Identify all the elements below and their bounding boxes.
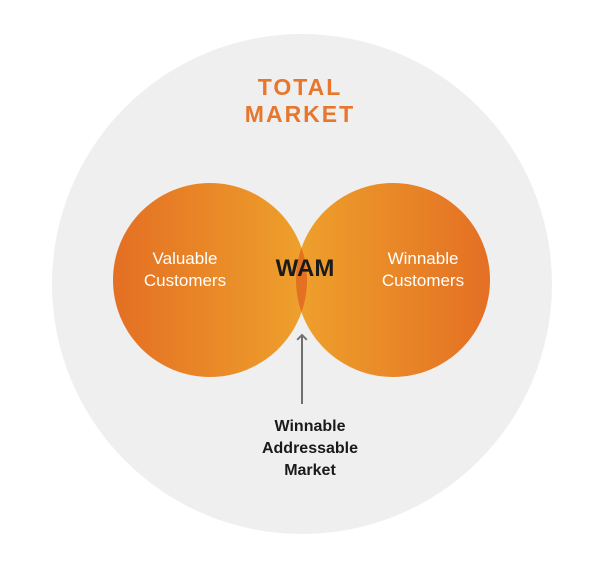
valuable-customers-label: Valuable Customers: [120, 248, 250, 292]
valuable-line-1: Valuable: [152, 249, 218, 268]
definition-line-1: Winnable: [274, 418, 346, 435]
wam-definition-label: Winnable Addressable Market: [220, 416, 400, 482]
title-line-2: MARKET: [244, 100, 356, 127]
definition-line-3: Market: [284, 462, 336, 480]
total-market-title: TOTAL MARKET: [200, 74, 400, 127]
winnable-customers-label: Winnable Customers: [358, 248, 488, 292]
definition-line-2: Addressable: [261, 440, 359, 458]
wam-label: WAM: [275, 255, 335, 282]
title-line-1: TOTAL: [257, 74, 343, 100]
winnable-line-2: Customers: [381, 270, 465, 290]
winnable-customers-circle: [296, 183, 490, 377]
valuable-line-2: Customers: [143, 270, 227, 290]
valuable-customers-circle: [113, 183, 307, 377]
winnable-line-1: Winnable: [387, 249, 459, 268]
